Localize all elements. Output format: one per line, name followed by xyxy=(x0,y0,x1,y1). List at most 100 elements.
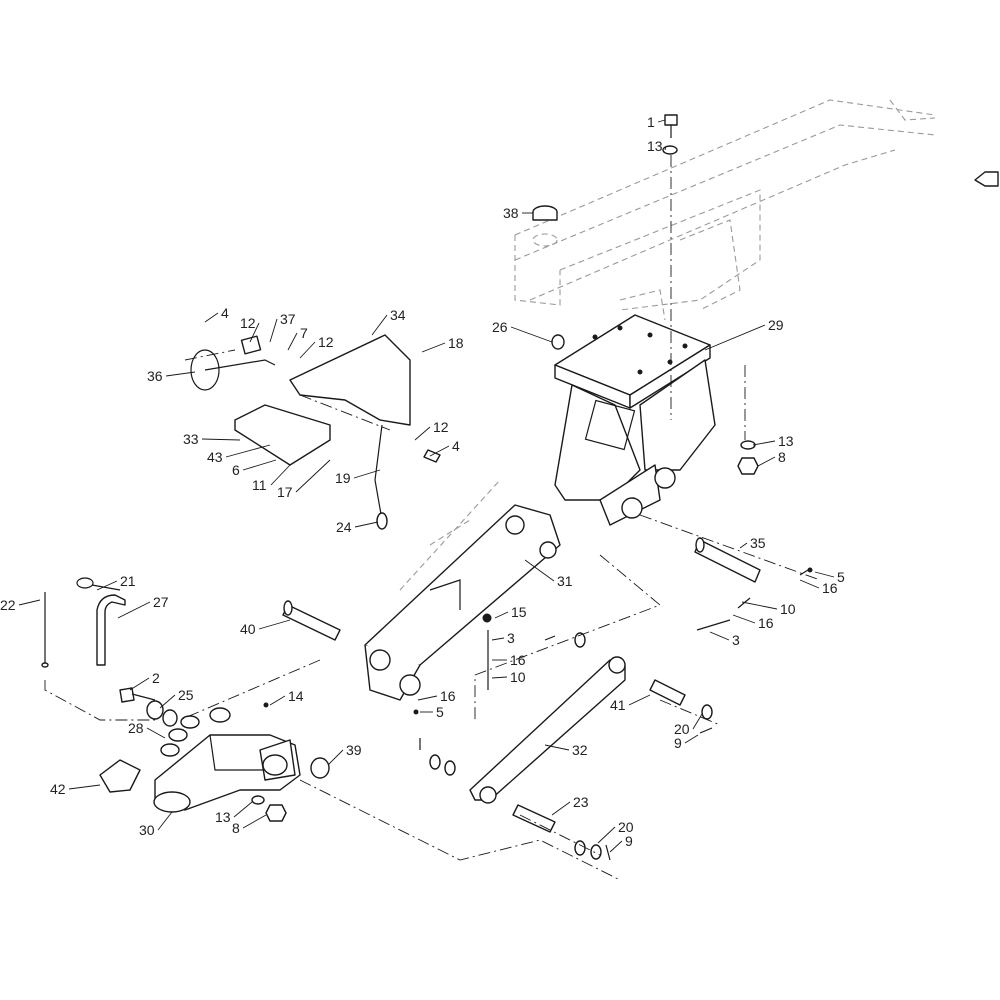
callout-35: 35 xyxy=(750,535,766,551)
leader-line xyxy=(165,371,196,377)
pin xyxy=(694,537,761,583)
callout-16: 16 xyxy=(510,652,526,668)
leader-line xyxy=(551,801,571,816)
leader-line xyxy=(544,744,570,751)
leader-line xyxy=(233,801,253,818)
callout-32: 32 xyxy=(572,742,588,758)
leader-line xyxy=(739,542,748,549)
callout-5: 5 xyxy=(837,569,845,585)
callout-34: 34 xyxy=(390,307,406,323)
cap xyxy=(532,205,558,221)
callout-41: 41 xyxy=(610,697,626,713)
leader-line xyxy=(287,332,298,351)
leader-line xyxy=(709,631,730,641)
callout-9: 9 xyxy=(674,735,682,751)
leader-line xyxy=(664,145,667,151)
callout-12: 12 xyxy=(240,315,256,331)
callout-37: 37 xyxy=(280,311,296,327)
drawbar xyxy=(364,479,561,701)
leader-line xyxy=(159,694,176,709)
callout-3: 3 xyxy=(732,632,740,648)
callout-38: 38 xyxy=(503,205,519,221)
leader-line xyxy=(421,342,446,353)
direction-arrow-icon xyxy=(974,171,999,187)
callout-42: 42 xyxy=(50,781,66,797)
callout-33: 33 xyxy=(183,431,199,447)
assembly-lines xyxy=(44,155,821,881)
hitch-hook xyxy=(153,707,301,813)
washer xyxy=(146,700,178,727)
callout-7: 7 xyxy=(300,325,308,341)
callout-21: 21 xyxy=(120,573,136,589)
callout-18: 18 xyxy=(448,335,464,351)
leader-line xyxy=(249,322,260,343)
leader-line xyxy=(225,444,271,458)
callout-10: 10 xyxy=(780,601,796,617)
bolt xyxy=(119,114,678,703)
leader-line xyxy=(96,580,118,591)
leader-line xyxy=(814,571,835,578)
leader-line xyxy=(799,579,820,589)
leader-line xyxy=(353,469,381,479)
leader-line xyxy=(201,438,241,441)
leader-line xyxy=(269,695,286,706)
leader-line xyxy=(757,456,776,467)
callout-40: 40 xyxy=(240,621,256,637)
leader-line xyxy=(741,601,778,610)
hitch-bracket xyxy=(554,314,716,526)
callout-16: 16 xyxy=(440,688,456,704)
leader-line xyxy=(609,840,623,853)
pin xyxy=(282,600,341,641)
leader-line xyxy=(269,318,278,343)
callout-8: 8 xyxy=(778,449,786,465)
callout-16: 16 xyxy=(758,615,774,631)
leader-line xyxy=(354,521,379,528)
callout-6: 6 xyxy=(232,462,240,478)
callout-12: 12 xyxy=(433,419,449,435)
callout-36: 36 xyxy=(147,368,163,384)
callout-29: 29 xyxy=(768,317,784,333)
leader-line xyxy=(242,459,277,471)
callout-26: 26 xyxy=(492,319,508,335)
leader-line xyxy=(491,676,508,679)
bushing xyxy=(310,757,330,779)
leader-line xyxy=(692,713,703,730)
callout-25: 25 xyxy=(178,687,194,703)
nut xyxy=(265,457,759,822)
leader-line xyxy=(270,464,291,486)
hook xyxy=(99,759,141,793)
callout-1: 1 xyxy=(647,114,655,130)
callout-2: 2 xyxy=(152,670,160,686)
callout-5: 5 xyxy=(436,704,444,720)
callout-19: 19 xyxy=(335,470,351,486)
callout-11: 11 xyxy=(252,477,267,493)
leader-line xyxy=(491,637,505,641)
small-pins xyxy=(263,567,813,861)
callout-9: 9 xyxy=(625,833,633,849)
leader-line xyxy=(371,314,388,336)
callout-4: 4 xyxy=(221,305,229,321)
leader-line xyxy=(628,694,651,706)
lynch-pin xyxy=(190,335,276,391)
leader-line xyxy=(752,440,776,446)
leader-line xyxy=(494,611,509,619)
leader-line xyxy=(417,695,438,701)
callout-16: 16 xyxy=(822,580,838,596)
leader-line xyxy=(295,459,331,493)
callout-31: 31 xyxy=(557,573,573,589)
callout-23: 23 xyxy=(573,794,589,810)
plug xyxy=(551,334,565,350)
leader-line xyxy=(204,312,219,323)
handle-pin xyxy=(96,594,126,666)
callout-39: 39 xyxy=(346,742,362,758)
leader-line xyxy=(129,677,150,691)
callout-22: 22 xyxy=(0,597,16,613)
tractor-frame-ghost xyxy=(514,99,936,321)
chain-links xyxy=(160,715,200,757)
leader-line xyxy=(157,811,173,831)
cover-plate xyxy=(234,334,411,466)
leader-line xyxy=(657,119,666,123)
leader-line xyxy=(68,784,101,790)
